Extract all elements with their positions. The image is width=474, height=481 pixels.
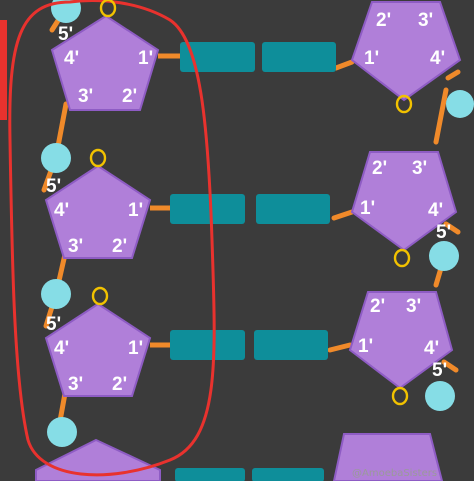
- watermark: @AmoebaSisters: [352, 468, 437, 479]
- carbon-1-label: 1': [358, 336, 373, 357]
- oxygen-ring-icon: [391, 386, 409, 406]
- base-bar: [170, 330, 245, 360]
- highlight-circle: [8, 0, 216, 477]
- sugar-pentagon: [44, 302, 152, 397]
- base-bar: [170, 194, 245, 224]
- carbon-1-label: 1': [364, 48, 379, 69]
- left-red-bar: [0, 20, 7, 120]
- phosphates: [41, 0, 474, 447]
- carbon-2-label: 2': [112, 236, 127, 257]
- sugar-pentagon: [50, 14, 160, 111]
- base-bar: [175, 468, 245, 481]
- phosphate-circle: [429, 241, 459, 271]
- carbon-3-label: 3': [78, 86, 93, 107]
- carbon-5-label: 5': [46, 176, 61, 197]
- base-bar: [252, 468, 324, 481]
- oxygen-ring-icon: [89, 148, 107, 168]
- right-sugars: [332, 0, 462, 481]
- phosphate-circle: [51, 0, 81, 23]
- phosphate-circle: [446, 90, 474, 118]
- phosphate-circle: [41, 143, 71, 173]
- base-bar: [262, 42, 336, 72]
- carbon-3-label: 3': [68, 374, 83, 395]
- carbon-3-label: 3': [418, 10, 433, 31]
- carbon-4-label: 4': [64, 48, 79, 69]
- carbon-5-label: 5': [58, 24, 73, 45]
- left-sugar-3-labels: 5' 4' 1' 3' 2': [46, 286, 143, 395]
- carbon-4-label: 4': [424, 338, 439, 359]
- carbon-3-label: 3': [412, 158, 427, 179]
- carbon-2-label: 2': [122, 86, 137, 107]
- carbon-4-label: 4': [54, 338, 69, 359]
- carbon-4-label: 4': [428, 200, 443, 221]
- carbon-5-label: 5': [436, 222, 451, 243]
- right-sugar-3-labels: 2' 3' 1' 4' 5': [358, 296, 447, 406]
- right-sugar-1-labels: 2' 3' 1' 4': [364, 10, 445, 114]
- phosphate-circle: [47, 417, 77, 447]
- carbon-1-label: 1': [138, 48, 153, 69]
- carbon-1-label: 1': [128, 338, 143, 359]
- oxygen-ring-icon: [393, 248, 411, 268]
- carbon-2-label: 2': [112, 374, 127, 395]
- left-sugar-2-labels: 5' 4' 1' 3' 2': [46, 148, 143, 257]
- oxygen-ring-icon: [99, 0, 117, 18]
- carbon-2-label: 2': [372, 158, 387, 179]
- carbon-5-label: 5': [46, 314, 61, 335]
- sugar-pentagon: [350, 151, 458, 252]
- base-bar: [180, 42, 255, 72]
- base-bar: [254, 330, 328, 360]
- carbon-4-label: 4': [54, 200, 69, 221]
- left-sugars: [35, 14, 161, 481]
- base-pairs: [170, 42, 336, 481]
- right-sugar-2-labels: 2' 3' 1' 4' 5': [360, 158, 451, 268]
- carbon-2-label: 2': [376, 10, 391, 31]
- carbon-3-label: 3': [406, 296, 421, 317]
- oxygen-ring-icon: [91, 286, 109, 306]
- carbon-4-label: 4': [430, 48, 445, 69]
- sugar-trapezoid-partial: [332, 433, 444, 481]
- phosphate-circle: [425, 381, 455, 411]
- sugar-pentagon: [350, 0, 462, 102]
- carbon-3-label: 3': [68, 236, 83, 257]
- carbon-2-label: 2': [370, 296, 385, 317]
- sugar-pentagon: [44, 164, 152, 259]
- phosphate-circle: [41, 279, 71, 309]
- carbon-1-label: 1': [128, 200, 143, 221]
- base-bar: [256, 194, 330, 224]
- left-sugar-1-labels: 5' 4' 1' 3' 2': [58, 0, 153, 107]
- sugar-base-links: [150, 53, 180, 348]
- carbon-1-label: 1': [360, 198, 375, 219]
- carbon-5-label: 5': [432, 360, 447, 381]
- sugar-pentagon: [348, 291, 454, 390]
- oxygen-ring-icon: [395, 94, 413, 114]
